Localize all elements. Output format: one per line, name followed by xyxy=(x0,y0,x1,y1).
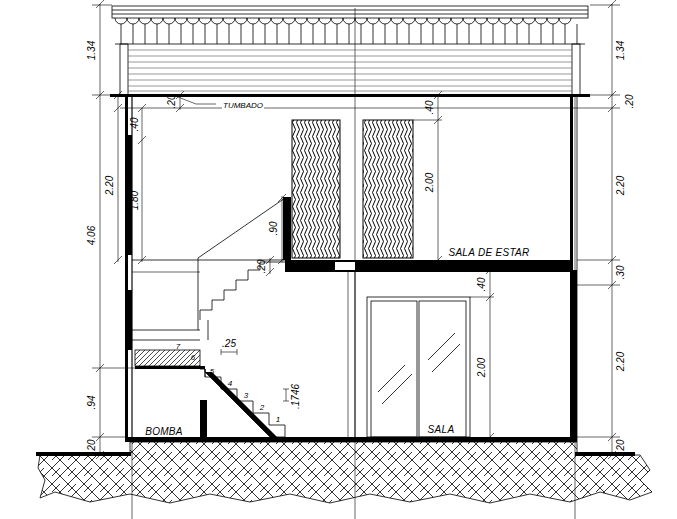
room-label: SALA DE ESTAR xyxy=(447,247,530,258)
step-number: 2 xyxy=(260,403,264,412)
dimension-label: .40 xyxy=(130,117,141,131)
note-label: TUMBADO xyxy=(222,101,264,110)
dimension-label: 2.00 xyxy=(425,172,436,191)
dimension-label: .20 xyxy=(257,259,268,273)
dimension-label: 1.34 xyxy=(616,40,627,59)
dimension-label: .40 xyxy=(477,277,488,291)
dimension-label: 2.20 xyxy=(616,175,627,194)
dimension-label: 1.34 xyxy=(87,40,98,59)
dimension-label: .90 xyxy=(269,221,280,235)
room-label: BOMBA xyxy=(144,426,184,437)
dimension-label: 2.20 xyxy=(105,175,116,194)
dimension-label: .40 xyxy=(425,100,436,114)
dimension-label: 4.06 xyxy=(87,225,98,244)
dimension-label: 1.80 xyxy=(130,190,141,209)
step-number: 1 xyxy=(276,415,280,424)
step-number: 5 xyxy=(210,367,214,376)
step-number: 6 xyxy=(191,353,195,362)
dimension-label: .20 xyxy=(616,439,627,453)
dimension-label: 2.00 xyxy=(477,357,488,376)
dimension-label: .20 xyxy=(167,94,178,108)
dimension-label: .20 xyxy=(87,439,98,453)
step-number: 3 xyxy=(244,391,248,400)
dimension-label: .1746 xyxy=(291,383,302,408)
room-label: SALA xyxy=(427,424,456,435)
dimension-label: .30 xyxy=(616,265,627,279)
step-number: 7 xyxy=(176,342,180,351)
dimension-label: 2.20 xyxy=(616,351,627,370)
dimension-label: .25 xyxy=(222,338,236,349)
dimension-label: .20 xyxy=(625,94,636,108)
dimension-label: .94 xyxy=(87,395,98,409)
step-number: 4 xyxy=(228,379,232,388)
